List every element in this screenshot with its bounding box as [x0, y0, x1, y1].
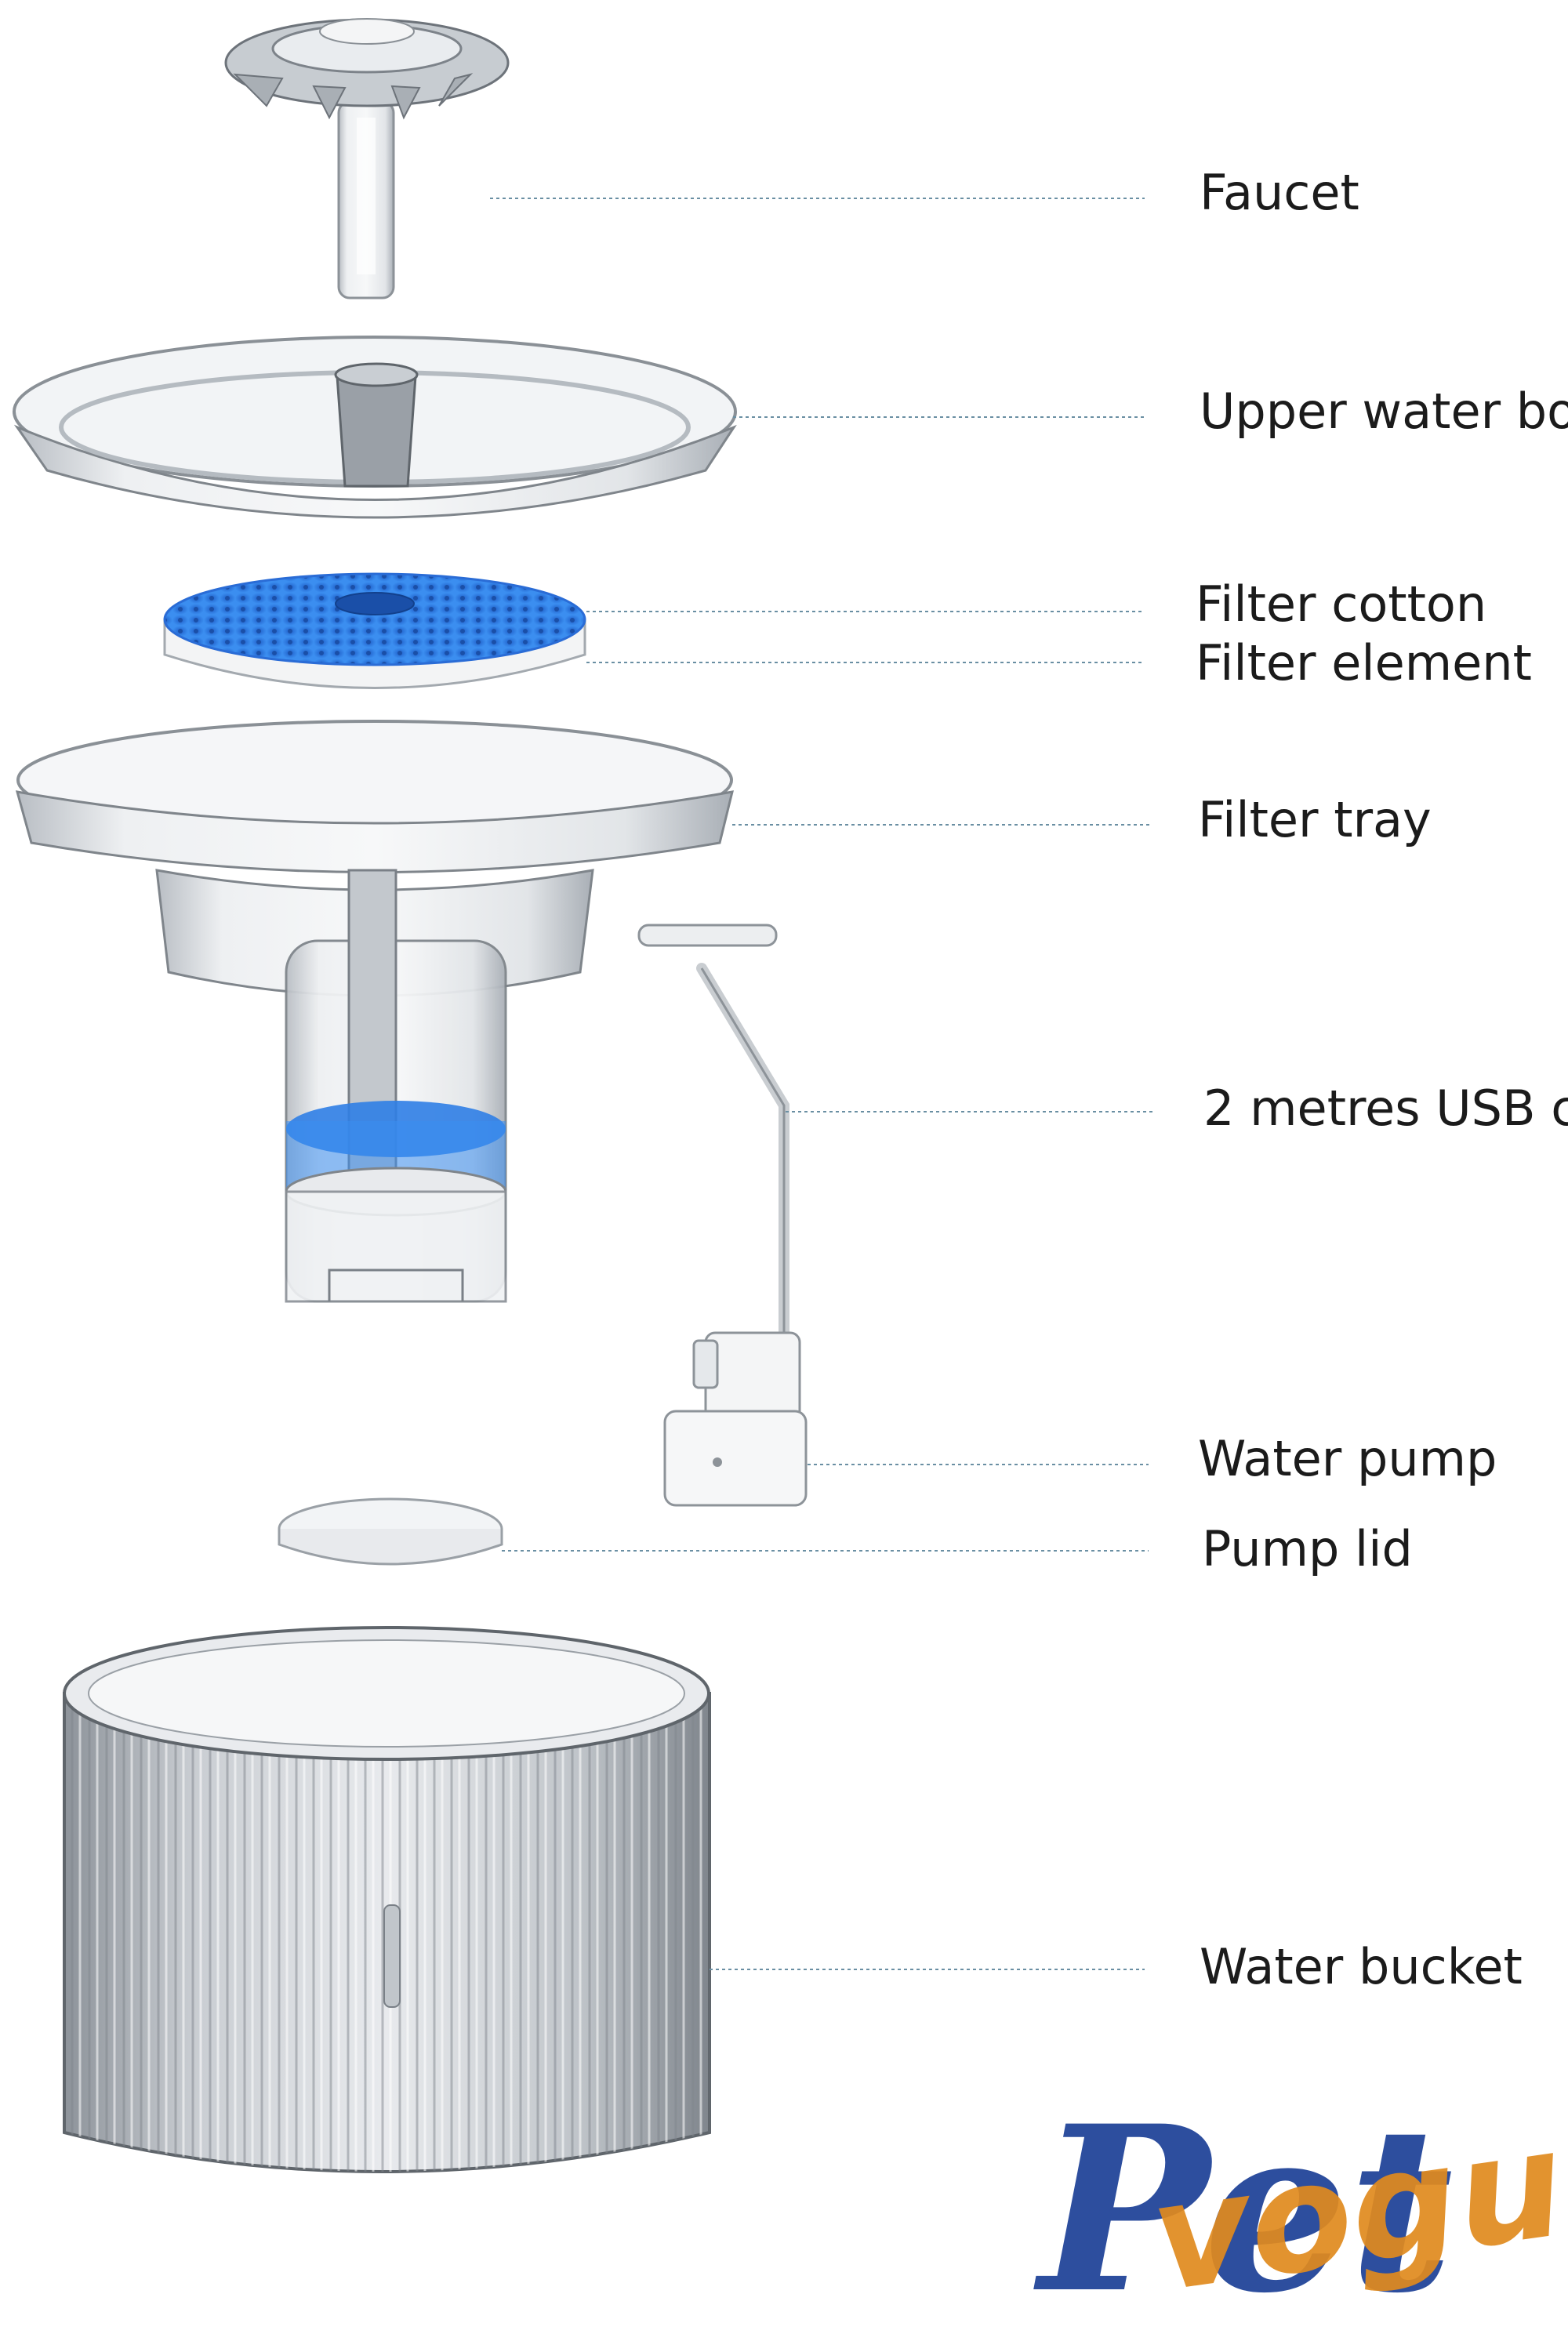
brand-logo: Pet vogu	[1032, 2077, 1568, 2343]
label-water-bucket: Water bucket	[1200, 1938, 1523, 1995]
water-bucket-part	[63, 1626, 711, 2173]
label-upper-water-bowl: Upper water bo	[1200, 383, 1568, 440]
label-filter-element: Filter element	[1196, 634, 1532, 691]
upper-water-bowl-part	[13, 336, 737, 519]
filter-cotton-element-part	[163, 572, 586, 689]
faucet-part	[224, 18, 510, 299]
label-faucet: Faucet	[1200, 164, 1359, 221]
label-filter-cotton: Filter cotton	[1196, 575, 1487, 633]
logo-main-text: Pet	[1032, 2077, 1454, 2343]
filter-tray-part	[15, 720, 735, 1303]
label-water-pump: Water pump	[1198, 1430, 1497, 1487]
label-filter-tray: Filter tray	[1198, 791, 1432, 848]
water-pump-part	[663, 1331, 808, 1507]
label-usb-cable: 2 metres USB c	[1203, 1080, 1568, 1137]
leader-lines	[490, 198, 1152, 1970]
label-pump-lid: Pump lid	[1202, 1520, 1413, 1577]
pump-lid-part	[278, 1497, 503, 1566]
usb-cable-part	[637, 924, 789, 1338]
